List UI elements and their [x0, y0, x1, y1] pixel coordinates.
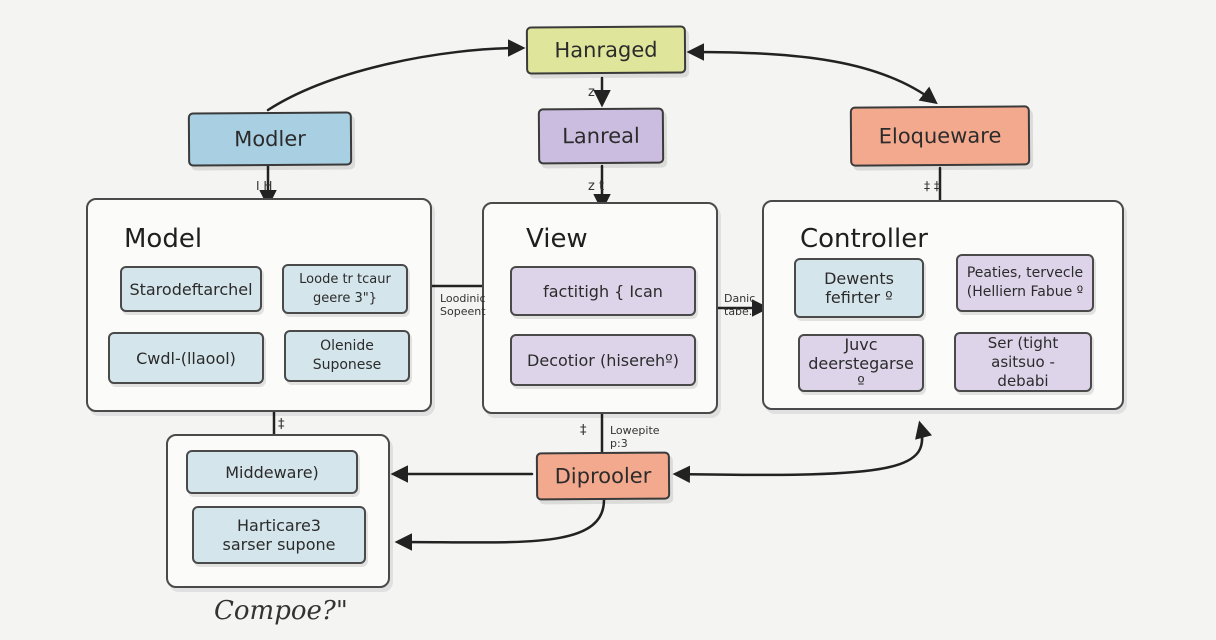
controller-card-3: Juvc deerstegarse º: [798, 334, 924, 392]
node-eloqueware: Eloqueware: [849, 105, 1031, 167]
model-card-3: Cwdl-(llaool): [108, 332, 264, 384]
edge-label-f: Danic tabe.: [724, 292, 756, 318]
controller-card-4-label: Ser (tight asitsuo - debabi: [987, 333, 1059, 390]
model-card-1-label: Starodeftarchel: [129, 279, 253, 299]
view-card-2: Decotior (hiserehº): [510, 334, 696, 386]
node-modler: Modler: [187, 111, 353, 167]
controller-card-1-label: Dewents fefirter º: [824, 269, 894, 307]
arrow-diprooler-to-harticare: [394, 498, 606, 551]
edge-label-b: z t: [588, 179, 605, 194]
node-lanreal: Lanreal: [537, 107, 665, 165]
edge-label-g: Lowepite p:3: [610, 424, 660, 450]
model-card-2-label: Loode tr tcaur geere 3"}: [299, 272, 391, 306]
view-panel-title: View: [526, 224, 588, 254]
controller-panel-title: Controller: [800, 224, 928, 254]
model-card-4: Olenide Suponese: [284, 330, 410, 382]
node-diprooler-label: Diprooler: [554, 463, 652, 489]
model-panel-title: Model: [124, 224, 203, 254]
lower-card-2-label: Harticare3 sarser supone: [222, 516, 336, 554]
node-hanraged-label: Hanraged: [554, 37, 658, 63]
arrow-haraged-to-eloqueware: [686, 43, 938, 105]
node-eloqueware-label: Eloqueware: [878, 123, 1002, 149]
edge-label-c: I H: [256, 179, 273, 193]
lower-card-2: Harticare3 sarser supone: [192, 506, 366, 564]
controller-card-3-label: Juvc deerstegarse º: [808, 334, 914, 392]
view-card-2-label: Decotior (hiserehº): [527, 350, 679, 370]
node-modler-label: Modler: [234, 126, 306, 152]
edge-label-e: Loodinic Sopeent: [440, 292, 486, 318]
node-diprooler: Diprooler: [535, 451, 671, 501]
controller-card-2-label: Peaties, tervecle (Helliern Fabue º: [966, 265, 1084, 300]
controller-card-2: Peaties, tervecle (Helliern Fabue º: [956, 254, 1094, 312]
model-card-2: Loode tr tcaur geere 3"}: [282, 264, 408, 314]
arrow-haraged-to-modler: [266, 39, 526, 112]
edge-label-d: ‡ ‡: [924, 179, 940, 193]
lower-card-1: Middeware): [186, 450, 358, 494]
node-lanreal-label: Lanreal: [562, 123, 640, 149]
view-card-1-label: factitigh { Ican: [543, 281, 663, 301]
view-card-1: factitigh { Ican: [510, 266, 696, 316]
controller-card-1: Dewents fefirter º: [794, 258, 924, 318]
diagram-caption: Compoe?": [214, 596, 348, 626]
controller-card-4: Ser (tight asitsuo - debabi: [954, 332, 1092, 392]
lower-card-1-label: Middeware): [225, 462, 319, 482]
node-hanraged: Hanraged: [525, 25, 687, 75]
model-card-3-label: Cwdl-(llaool): [136, 348, 236, 368]
edge-label-i: ‡: [580, 423, 587, 438]
model-card-4-label: Olenide Suponese: [312, 338, 382, 373]
edge-label-a: z: [588, 85, 595, 100]
model-card-1: Starodeftarchel: [120, 266, 262, 312]
arrow-diprooler-to-controller: [672, 420, 932, 483]
edge-label-h: ‡: [278, 417, 285, 432]
